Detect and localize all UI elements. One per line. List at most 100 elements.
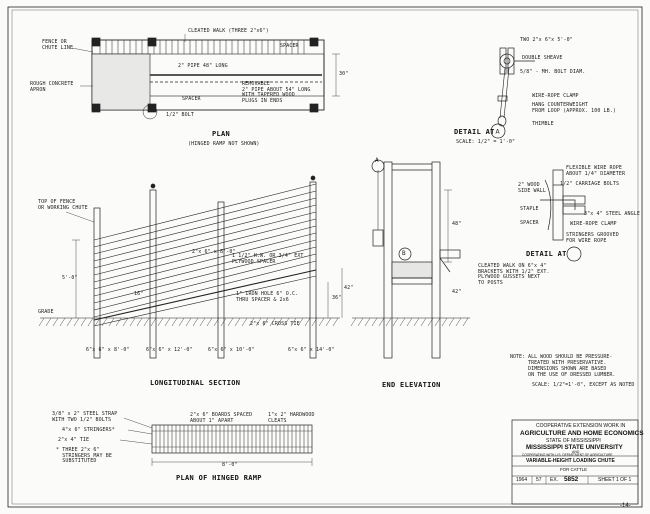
grade-hatch-mark: [199, 317, 206, 327]
label-dim-36: 36": [332, 295, 342, 301]
label-tie: 2"x 4" TIE: [58, 437, 90, 443]
label-spacer-b: SPACER: [520, 220, 539, 226]
grade-hatch-mark: [73, 317, 80, 327]
grade-hatch-mark: [164, 317, 171, 327]
grade-hatch-mark: [87, 317, 94, 327]
side-board: [93, 183, 317, 241]
label-rough-concrete: ROUGH CONCRETE APRON: [30, 81, 74, 93]
label-plywood-spacer: 1 1/2" H.W. OR 3/4" EXT. PLYWOOD SPACER: [232, 253, 307, 265]
title-block-cell-2: 57: [536, 477, 542, 483]
grade-hatch-mark: [227, 317, 234, 327]
longitudinal-section-title: LONGITUDINAL SECTION: [150, 379, 241, 387]
grade-hatch-mark: [311, 317, 318, 327]
grade-hatch-mark: [455, 317, 462, 327]
grade-hatch-mark: [378, 317, 385, 327]
label-mh-bolt: 5/8" - MH. BOLT DIAM.: [520, 69, 586, 75]
grade-hatch-mark: [364, 317, 371, 327]
side-board: [93, 190, 317, 248]
grade-hatch-mark: [122, 317, 129, 327]
label-ramp-boards: 2"x 6" BOARDS SPACED ABOUT 1" APART: [190, 412, 253, 424]
grade-hatch-mark: [371, 317, 378, 327]
grade-hatch-mark: [94, 317, 101, 327]
label-dim-width: 30": [339, 71, 349, 77]
longitudinal-section-drawing: [38, 175, 343, 359]
grade-hatch-mark: [213, 317, 220, 327]
label-substitute-note: * THREE 2"x 6" STRINGERS MAY BE SUBSTITU…: [56, 447, 112, 465]
title-block-line6: COOPERATING WITH U.S. DEPARTMENT OF AGRI…: [522, 453, 613, 457]
plan-subtitle: (HINGED RAMP NOT SHOWN): [188, 141, 260, 147]
label-flexible-rope: FLEXIBLE WIRE ROPE ABOUT 1/4" DIAMETER: [566, 165, 626, 177]
grade-hatch-mark: [392, 317, 399, 327]
detail-b-title: DETAIL AT: [526, 250, 567, 258]
side-board: [93, 225, 317, 283]
label-board-2x6: 2"x 6" x 8'-0": [192, 249, 236, 255]
grade-hatch-mark: [59, 317, 66, 327]
side-board: [93, 239, 317, 297]
label-rope-clamp-b: WIRE-ROPE CLAMP: [570, 221, 617, 227]
label-post-2: 6"x 6" x 12'-0": [146, 347, 193, 353]
grade-hatch-mark: [129, 317, 136, 327]
grade-hatch-mark: [185, 317, 192, 327]
grade-hatch-mark: [234, 317, 241, 327]
label-end-dim-42: 42": [452, 289, 462, 295]
grade-hatch-mark: [220, 317, 227, 327]
page-number: -14-: [620, 503, 631, 509]
grade-hatch-mark: [434, 317, 441, 327]
grade-hatch-mark: [157, 317, 164, 327]
side-board: [93, 253, 317, 311]
label-post-3: 6"x 6" x 10'-0": [208, 347, 255, 353]
title-block-line5: AND: [572, 450, 580, 454]
label-double-sheave: DOUBLE SHEAVE: [522, 55, 563, 61]
label-post-4: 6"x 6" x 14'-0": [288, 347, 335, 353]
grade-hatch-mark: [406, 317, 413, 327]
label-spacer-top: SPACER: [280, 43, 299, 49]
end-elevation-title: END ELEVATION: [382, 381, 441, 389]
grade-hatch-mark: [304, 317, 311, 327]
label-steel-angle: 3"x 4" STEEL ANGLE: [584, 211, 640, 217]
label-bolt: 1/2" BOLT: [166, 112, 194, 118]
label-dim-16: 16": [134, 291, 144, 297]
label-cross-tie: 2"x 6" CROSS TIE: [250, 321, 300, 327]
general-note: NOTE: ALL WOOD SHOULD BE PRESSURE- TREAT…: [510, 354, 616, 378]
grade-hatch-mark: [385, 317, 392, 327]
label-cleated-walk: CLEATED WALK (THREE 2"x6"): [188, 28, 269, 34]
label-bolt-note: 1" IRON HOLE 6" O.C. THRU SPACER & 2x6: [236, 291, 299, 303]
grade-hatch-mark: [276, 317, 283, 327]
label-pipe: 2" PIPE 48" LONG: [178, 63, 228, 69]
grade-hatch-mark: [255, 317, 262, 327]
drawing-subtitle: FOR CATTLE: [560, 467, 587, 472]
label-cleats: 1"x 2" HARDWOOD CLEATS: [268, 412, 315, 424]
grade-hatch-mark: [290, 317, 297, 327]
grade-hatch-mark: [150, 317, 157, 327]
title-block-line2: AGRICULTURE AND HOME ECONOMICS: [520, 430, 644, 437]
label-hang-counterweight: HANG COUNTERWEIGHT FROM LOOP (APPROX. 10…: [532, 102, 616, 114]
side-board: [93, 232, 317, 290]
label-wire-rope-clamp: WIRE-ROPE CLAMP: [532, 93, 579, 99]
grade-hatch-mark: [269, 317, 276, 327]
grade-hatch-mark: [318, 317, 325, 327]
detail-a-circle-text: A: [496, 129, 501, 136]
label-two-boards: TWO 2"x 6"x 5'-0": [520, 37, 573, 43]
end-elevation-marker-b: B: [402, 250, 406, 257]
grade-hatch-mark: [248, 317, 255, 327]
title-block-sheet: SHEET 1 OF 1: [598, 477, 632, 483]
grade-hatch-mark: [448, 317, 455, 327]
grade-hatch-mark: [413, 317, 420, 327]
label-dim-42: 42": [344, 285, 354, 291]
grade-hatch-mark: [441, 317, 448, 327]
label-dim-5ft: 5'-0": [62, 275, 78, 281]
grade-hatch-mark: [332, 317, 339, 327]
grade-hatch-mark: [66, 317, 73, 327]
side-board: [93, 246, 317, 304]
label-stringers-grooved: STRINGERS GROOVED FOR WIRE ROPE: [566, 232, 619, 244]
detail-a-title: DETAIL AT: [454, 128, 495, 136]
hinged-ramp-title: PLAN OF HINGED RAMP: [176, 474, 262, 482]
title-block-line1: COOPERATIVE EXTENSION WORK IN: [536, 423, 626, 429]
detail-a-drawing: A: [490, 47, 535, 139]
label-carriage-bolts: 1/2" CARRIAGE BOLTS: [560, 181, 620, 187]
label-post-1: 6"x 6" x 8'-0": [86, 347, 130, 353]
grade-hatch-mark: [357, 317, 364, 327]
label-grade: GRADE: [38, 309, 54, 315]
drawing-title: VARIABLE-HEIGHT LOADING CHUTE: [526, 458, 615, 464]
